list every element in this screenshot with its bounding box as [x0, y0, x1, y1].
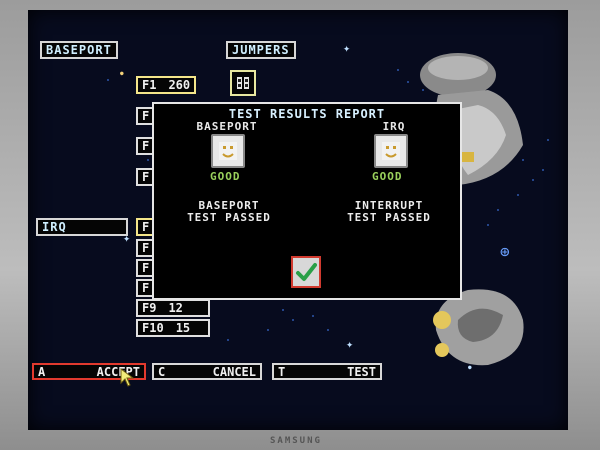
star-icon: ⊕ — [500, 242, 510, 261]
fkey-key: F — [142, 261, 150, 275]
star-icon: ✦ — [123, 231, 131, 245]
fkey-row[interactable]: F — [136, 239, 156, 257]
cancel-label: CANCEL — [212, 365, 256, 379]
screen: ✦ ✦ ✦ ⊕ ● ● BASEPORT JUMPERS IRQ — [28, 10, 568, 430]
fkey-key: F — [142, 109, 150, 123]
fkey-key: F — [142, 139, 150, 153]
fkey-f9[interactable]: F9 12 — [136, 299, 210, 317]
jumper-glyph-icon — [237, 77, 249, 89]
irq-heading: IRQ — [382, 120, 406, 133]
fkey-value: 260 — [168, 78, 191, 92]
smiley-face-icon — [211, 134, 245, 168]
ok-button[interactable] — [291, 256, 321, 288]
fkey-key: F1 — [142, 78, 157, 92]
star-icon: ✦ — [343, 41, 351, 55]
irq-message-line1: INTERRUPT — [354, 199, 424, 212]
cancel-button[interactable]: C CANCEL — [152, 363, 262, 380]
mouse-cursor-icon — [120, 368, 135, 387]
fkey-key: F9 — [142, 301, 157, 315]
irq-label: IRQ — [36, 218, 128, 236]
baseport-status: GOOD — [210, 170, 241, 183]
asteroid-bottom-right — [433, 289, 524, 366]
smiley-face-icon — [374, 134, 408, 168]
fkey-row[interactable]: F — [136, 259, 156, 277]
jumper-icon[interactable] — [230, 70, 256, 96]
fkey-key: F — [142, 170, 150, 184]
test-key: T — [278, 365, 286, 379]
fkey-row[interactable]: F — [136, 168, 156, 186]
fkey-key: F10 — [142, 321, 164, 335]
fkey-f1[interactable]: F1 260 — [136, 76, 197, 94]
fkey-f10[interactable]: F10 15 — [136, 319, 210, 337]
irq-message-line2: TEST PASSED — [347, 211, 431, 224]
baseport-label: BASEPORT — [40, 41, 118, 59]
star-icon: ● — [468, 364, 472, 371]
test-results-dialog: TEST RESULTS REPORT BASEPORT GOOD BASEPO… — [152, 102, 462, 300]
test-label: TEST — [347, 365, 376, 379]
baseport-message-line2: TEST PASSED — [187, 211, 271, 224]
baseport-message-line1: BASEPORT — [198, 199, 260, 212]
fkey-value: 15 — [175, 321, 191, 335]
fkey-key: F — [142, 281, 150, 295]
monitor-brand: SAMSUNG — [270, 436, 322, 446]
checkmark-icon — [296, 263, 317, 281]
star-icon: ✦ — [346, 337, 354, 351]
star-icon: ● — [120, 70, 124, 77]
dialog-title: TEST RESULTS REPORT — [228, 107, 386, 121]
fkey-key: F — [142, 241, 150, 255]
cancel-key: C — [158, 365, 166, 379]
jumpers-label: JUMPERS — [226, 41, 296, 59]
fkey-key: F — [142, 220, 150, 234]
baseport-heading: BASEPORT — [196, 120, 258, 133]
fkey-value: 12 — [168, 301, 183, 315]
irq-status: GOOD — [372, 170, 403, 183]
test-button[interactable]: T TEST — [272, 363, 382, 380]
accept-key: A — [38, 365, 46, 379]
